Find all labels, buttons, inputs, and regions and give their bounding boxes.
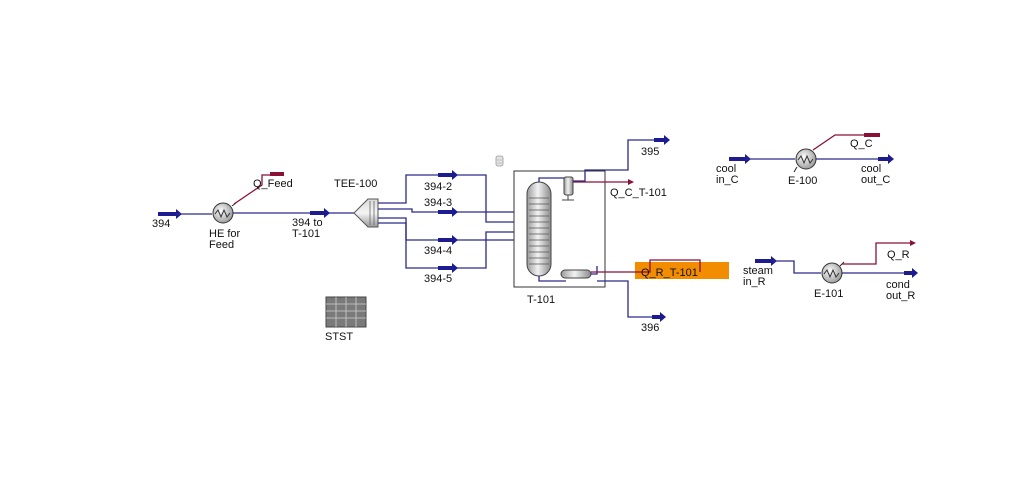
stream-395[interactable] — [573, 135, 670, 182]
stream-steam-in-r[interactable] — [755, 256, 821, 274]
cool-in-c-label-line1: cool — [716, 163, 736, 175]
stream-394-to-t101[interactable] — [233, 208, 354, 218]
he-feed-label-line1: HE for — [209, 228, 241, 240]
cool-out-c-label-line2: out_C — [861, 174, 890, 186]
stream-395-label: 395 — [641, 146, 659, 158]
tee-100-label: TEE-100 — [334, 178, 377, 190]
steam-in-r-label-line2: in_R — [743, 276, 766, 288]
q-r-t101-label: Q_R_T-101 — [641, 267, 698, 279]
stream-396[interactable] — [597, 280, 666, 322]
stream-394-2-label: 394-2 — [424, 181, 452, 193]
stream-394-3-label: 394-3 — [424, 197, 452, 209]
steam-in-r-label-line1: steam — [743, 265, 773, 277]
stream-394-label: 394 — [152, 218, 170, 230]
stst-label: STST — [325, 331, 353, 343]
energy-stream-q-c[interactable] — [812, 133, 880, 151]
e-101-heater[interactable] — [821, 261, 845, 284]
q-c-t101-label: Q_C_T-101 — [610, 187, 667, 199]
cool-in-c-label-line2: in_C — [716, 174, 739, 186]
column-status-icon[interactable] — [495, 155, 504, 167]
t-101-column[interactable] — [513, 170, 606, 288]
stream-394-4-label: 394-4 — [424, 245, 452, 257]
stream-394-to-t101-label-line1: 394 to — [292, 217, 323, 229]
stream-396-label: 396 — [641, 322, 659, 334]
stream-394-3[interactable] — [378, 207, 523, 225]
q-r-label: Q_R — [887, 249, 910, 261]
stream-cool-in-c[interactable] — [729, 154, 795, 164]
energy-stream-q-r-t101[interactable]: Q_R_T-101 — [591, 259, 729, 279]
he-feed-label-line2: Feed — [209, 239, 234, 251]
energy-stream-q-r[interactable] — [842, 240, 916, 265]
cond-out-r-label-line2: out_R — [886, 290, 915, 302]
q-feed-label: Q_Feed — [253, 178, 293, 190]
stream-394[interactable] — [158, 209, 212, 219]
cool-out-c-label-line1: cool — [861, 163, 881, 175]
cond-out-r-label-line1: cond — [886, 279, 910, 291]
e-100-label: E-100 — [788, 175, 817, 187]
t-101-label: T-101 — [527, 294, 555, 306]
stream-394-5-label: 394-5 — [424, 273, 452, 285]
stream-cool-out-c[interactable] — [816, 154, 894, 164]
energy-stream-q-feed[interactable] — [233, 172, 284, 205]
stream-cond-out-r[interactable] — [842, 268, 918, 278]
stream-394-to-t101-label-line2: T-101 — [292, 228, 320, 240]
e-101-label: E-101 — [814, 288, 843, 300]
q-c-label: Q_C — [850, 138, 873, 150]
stst-spreadsheet[interactable] — [325, 296, 367, 328]
tee-100-splitter[interactable] — [353, 198, 379, 228]
e-100-cooler[interactable] — [793, 148, 817, 173]
energy-stream-q-c-t101[interactable] — [573, 179, 634, 185]
he-feed-heater[interactable] — [212, 202, 237, 224]
